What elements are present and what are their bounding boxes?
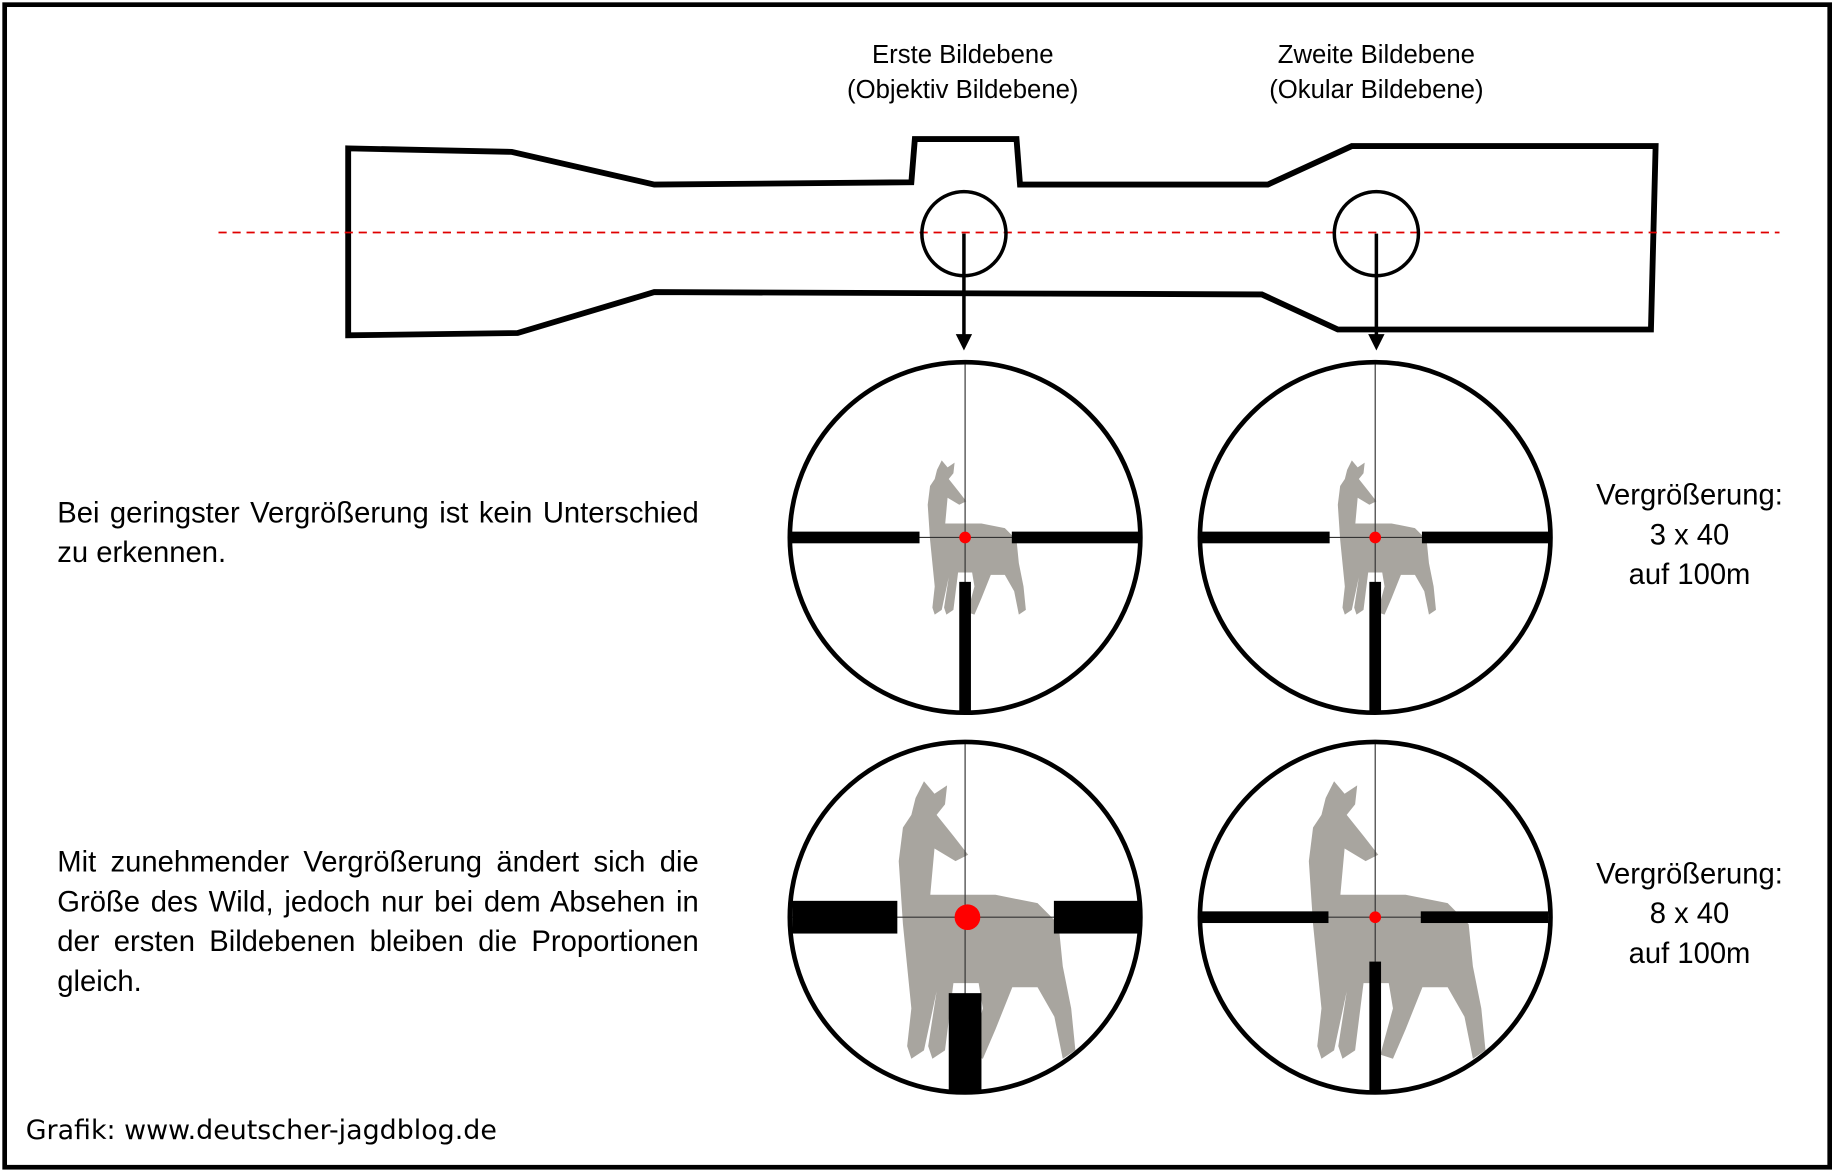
second-plane-title: Zweite Bildebene — [1277, 39, 1475, 69]
arrow-first-plane — [955, 233, 973, 351]
second-plane-subtitle: (Okular Bildebene) — [1269, 74, 1484, 104]
credit-text: Grafik: www.deutscher-jagdblog.de — [25, 1115, 497, 1147]
reticle-view-ffp-low — [787, 359, 1143, 716]
description-low-magnification: Bei geringster Vergrößerung ist kein Unt… — [57, 496, 699, 570]
magnification-value: 3 x 40 — [1649, 518, 1730, 552]
magnification-high: Vergrößerung: 8 x 40 auf 100m — [1573, 854, 1807, 973]
reticle-view-sfp-high — [1197, 739, 1553, 1095]
first-plane-subtitle: (Objektiv Bildebene) — [847, 74, 1079, 104]
description-high-magnification: Mit zunehmender Vergrößerung ändert sich… — [57, 845, 699, 998]
first-plane-title: Erste Bildebene — [872, 39, 1054, 69]
second-plane-label: Zweite Bildebene (Okular Bildebene) — [1201, 37, 1552, 107]
magnification-value: 8 x 40 — [1649, 897, 1730, 931]
reticle-view-ffp-high — [787, 739, 1143, 1095]
magnification-title: Vergrößerung: — [1596, 479, 1783, 512]
magnification-title: Vergrößerung: — [1596, 857, 1783, 891]
magnification-distance: auf 100m — [1628, 558, 1751, 592]
arrow-second-plane — [1368, 233, 1385, 351]
first-plane-label: Erste Bildebene (Objektiv Bildebene) — [788, 37, 1139, 107]
magnification-distance: auf 100m — [1628, 937, 1751, 970]
magnification-low: Vergrößerung: 3 x 40 auf 100m — [1573, 476, 1807, 595]
riflescope-outline — [345, 136, 1659, 339]
reticle-view-sfp-low — [1197, 359, 1553, 716]
